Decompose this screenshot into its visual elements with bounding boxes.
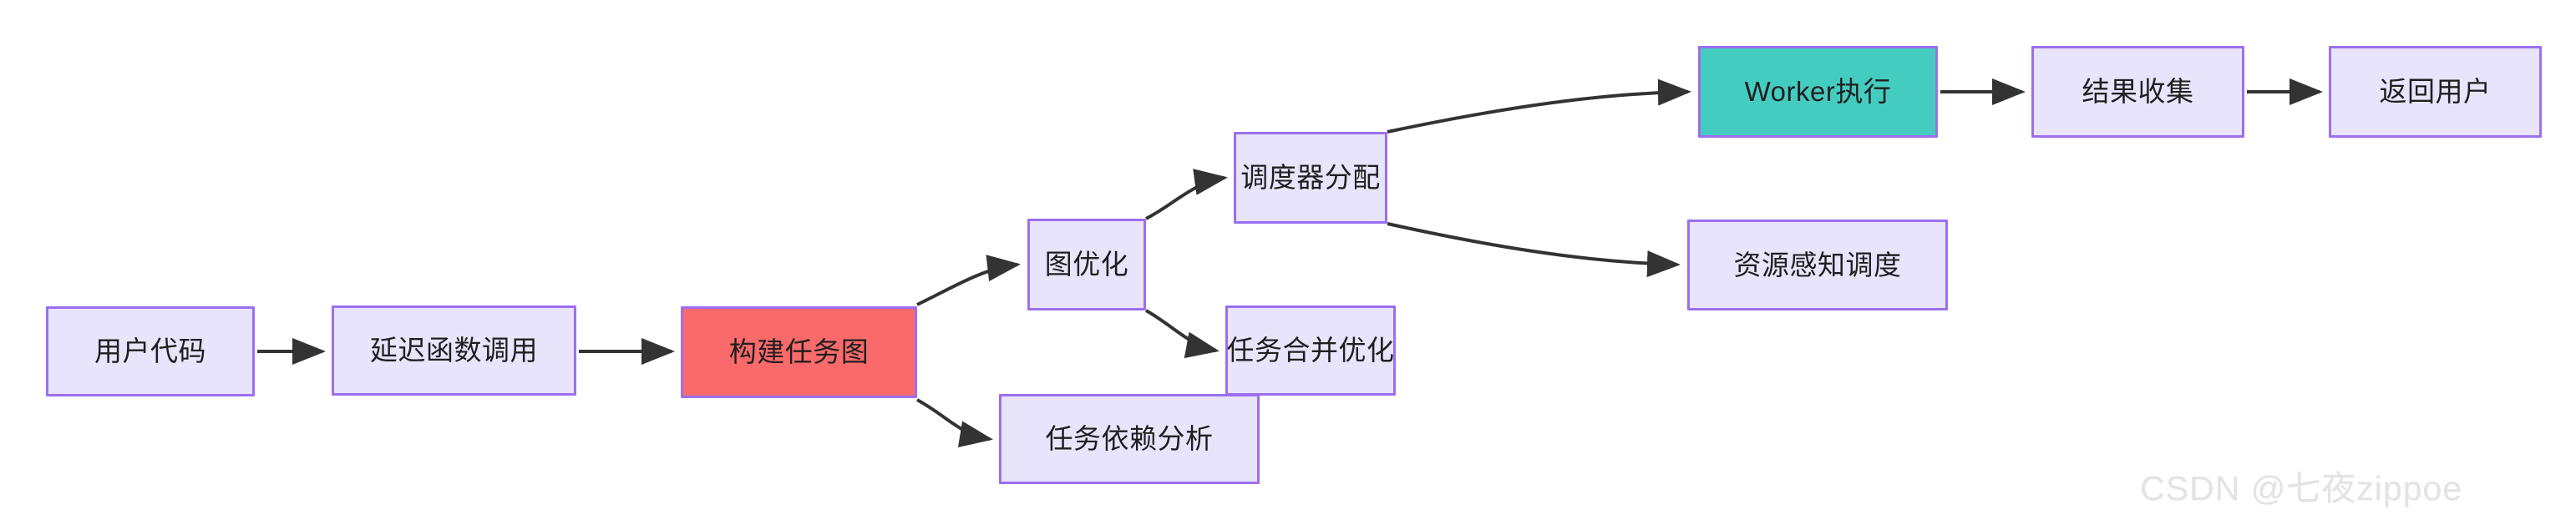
node-resource-sched[interactable]: 资源感知调度 bbox=[1687, 220, 1948, 310]
node-return-user-label: 返回用户 bbox=[2379, 76, 2492, 108]
node-return-user[interactable]: 返回用户 bbox=[2329, 46, 2542, 138]
edge-graph-optimize-to-scheduler-assign bbox=[1145, 169, 1228, 220]
node-lazy-call-label: 延迟函数调用 bbox=[370, 335, 538, 366]
node-worker-exec-label: Worker执行 bbox=[1744, 76, 1892, 108]
node-build-task-graph[interactable]: 构建任务图 bbox=[681, 306, 917, 398]
node-resource-sched-label: 资源感知调度 bbox=[1733, 249, 1902, 280]
node-scheduler-assign-label: 调度器分配 bbox=[1240, 162, 1381, 194]
node-task-dep-analyze-label: 任务依赖分析 bbox=[1045, 423, 1214, 455]
node-worker-exec[interactable]: Worker执行 bbox=[1698, 46, 1938, 138]
edge-scheduler-assign-to-worker-exec bbox=[1387, 78, 1691, 134]
edge-scheduler-assign-to-resource-sched bbox=[1387, 222, 1681, 278]
node-lazy-call[interactable]: 延迟函数调用 bbox=[332, 305, 576, 396]
node-collect-results[interactable]: 结果收集 bbox=[2031, 46, 2244, 138]
node-scheduler-assign[interactable]: 调度器分配 bbox=[1234, 132, 1387, 224]
node-graph-optimize[interactable]: 图优化 bbox=[1027, 219, 1146, 310]
edge-graph-optimize-to-task-merge-opt bbox=[1145, 309, 1220, 359]
node-build-task-graph-label: 构建任务图 bbox=[728, 336, 870, 368]
node-task-dep-analyze[interactable]: 任务依赖分析 bbox=[999, 394, 1260, 484]
node-user-code-label: 用户代码 bbox=[94, 336, 206, 367]
node-task-merge-opt-label: 任务合并优化 bbox=[1226, 335, 1395, 366]
node-task-merge-opt[interactable]: 任务合并优化 bbox=[1225, 305, 1396, 396]
node-graph-optimize-label: 图优化 bbox=[1044, 249, 1129, 280]
csdn-watermark: CSDN @七夜zippoe bbox=[2140, 469, 2463, 507]
edge-build-task-graph-to-task-dep-analyze bbox=[916, 398, 993, 448]
edge-build-task-graph-to-graph-optimize bbox=[916, 255, 1021, 306]
node-collect-results-label: 结果收集 bbox=[2082, 76, 2194, 108]
node-user-code[interactable]: 用户代码 bbox=[46, 306, 255, 396]
